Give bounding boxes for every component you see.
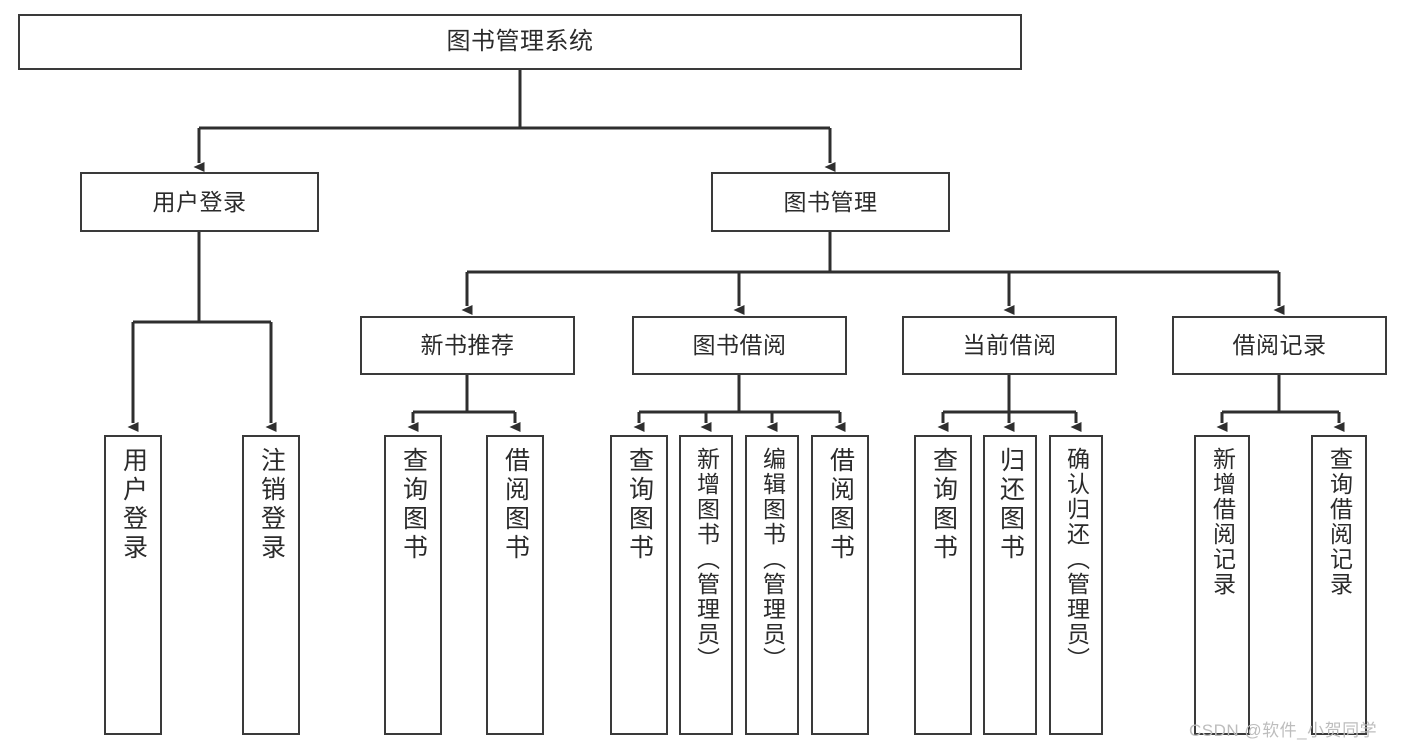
node-leaf-add-book[interactable]: 新增图书（管理员） bbox=[679, 435, 733, 735]
node-leaf-query-book-2[interactable]: 查询图书 bbox=[610, 435, 668, 735]
node-leaf-query-book-1-label: 查询图书 bbox=[399, 447, 428, 563]
node-leaf-add-record-label: 新增借阅记录 bbox=[1209, 447, 1236, 597]
node-book-borrow-label: 图书借阅 bbox=[692, 332, 787, 358]
node-current-borrow-label: 当前借阅 bbox=[962, 332, 1057, 358]
node-leaf-user-login[interactable]: 用户登录 bbox=[104, 435, 162, 735]
node-leaf-logout[interactable]: 注销登录 bbox=[242, 435, 300, 735]
node-leaf-return-book-label: 归还图书 bbox=[996, 447, 1025, 563]
node-leaf-query-record-label: 查询借阅记录 bbox=[1326, 447, 1353, 597]
node-leaf-return-book[interactable]: 归还图书 bbox=[983, 435, 1037, 735]
node-leaf-edit-book[interactable]: 编辑图书（管理员） bbox=[745, 435, 799, 735]
node-leaf-user-login-label: 用户登录 bbox=[119, 447, 148, 563]
node-leaf-query-book-1[interactable]: 查询图书 bbox=[384, 435, 442, 735]
node-book-manage[interactable]: 图书管理 bbox=[711, 172, 950, 232]
node-leaf-query-book-2-label: 查询图书 bbox=[625, 447, 654, 563]
node-new-book-rec-label: 新书推荐 bbox=[420, 332, 515, 358]
node-borrow-record-label: 借阅记录 bbox=[1232, 332, 1327, 358]
node-user-login-label: 用户登录 bbox=[152, 188, 247, 215]
node-leaf-edit-book-label: 编辑图书（管理员） bbox=[759, 447, 786, 672]
node-leaf-add-record[interactable]: 新增借阅记录 bbox=[1194, 435, 1250, 735]
node-leaf-add-book-label: 新增图书（管理员） bbox=[693, 447, 720, 672]
node-leaf-query-record[interactable]: 查询借阅记录 bbox=[1311, 435, 1367, 735]
node-leaf-confirm-return[interactable]: 确认归还（管理员） bbox=[1049, 435, 1103, 735]
node-leaf-confirm-return-label: 确认归还（管理员） bbox=[1063, 447, 1090, 672]
node-leaf-query-book-3[interactable]: 查询图书 bbox=[914, 435, 972, 735]
node-leaf-borrow-book-1-label: 借阅图书 bbox=[501, 447, 530, 563]
node-leaf-query-book-3-label: 查询图书 bbox=[929, 447, 958, 563]
node-user-login[interactable]: 用户登录 bbox=[80, 172, 319, 232]
node-root[interactable]: 图书管理系统 bbox=[18, 14, 1022, 70]
node-root-label: 图书管理系统 bbox=[446, 28, 594, 55]
node-leaf-borrow-book-2[interactable]: 借阅图书 bbox=[811, 435, 869, 735]
watermark: CSDN @软件_小贺同学 bbox=[1189, 721, 1378, 740]
node-leaf-borrow-book-2-label: 借阅图书 bbox=[826, 447, 855, 563]
node-book-borrow[interactable]: 图书借阅 bbox=[632, 316, 847, 375]
node-current-borrow[interactable]: 当前借阅 bbox=[902, 316, 1117, 375]
node-leaf-borrow-book-1[interactable]: 借阅图书 bbox=[486, 435, 544, 735]
node-borrow-record[interactable]: 借阅记录 bbox=[1172, 316, 1387, 375]
node-book-manage-label: 图书管理 bbox=[783, 188, 878, 215]
node-leaf-logout-label: 注销登录 bbox=[257, 447, 286, 563]
node-new-book-rec[interactable]: 新书推荐 bbox=[360, 316, 575, 375]
